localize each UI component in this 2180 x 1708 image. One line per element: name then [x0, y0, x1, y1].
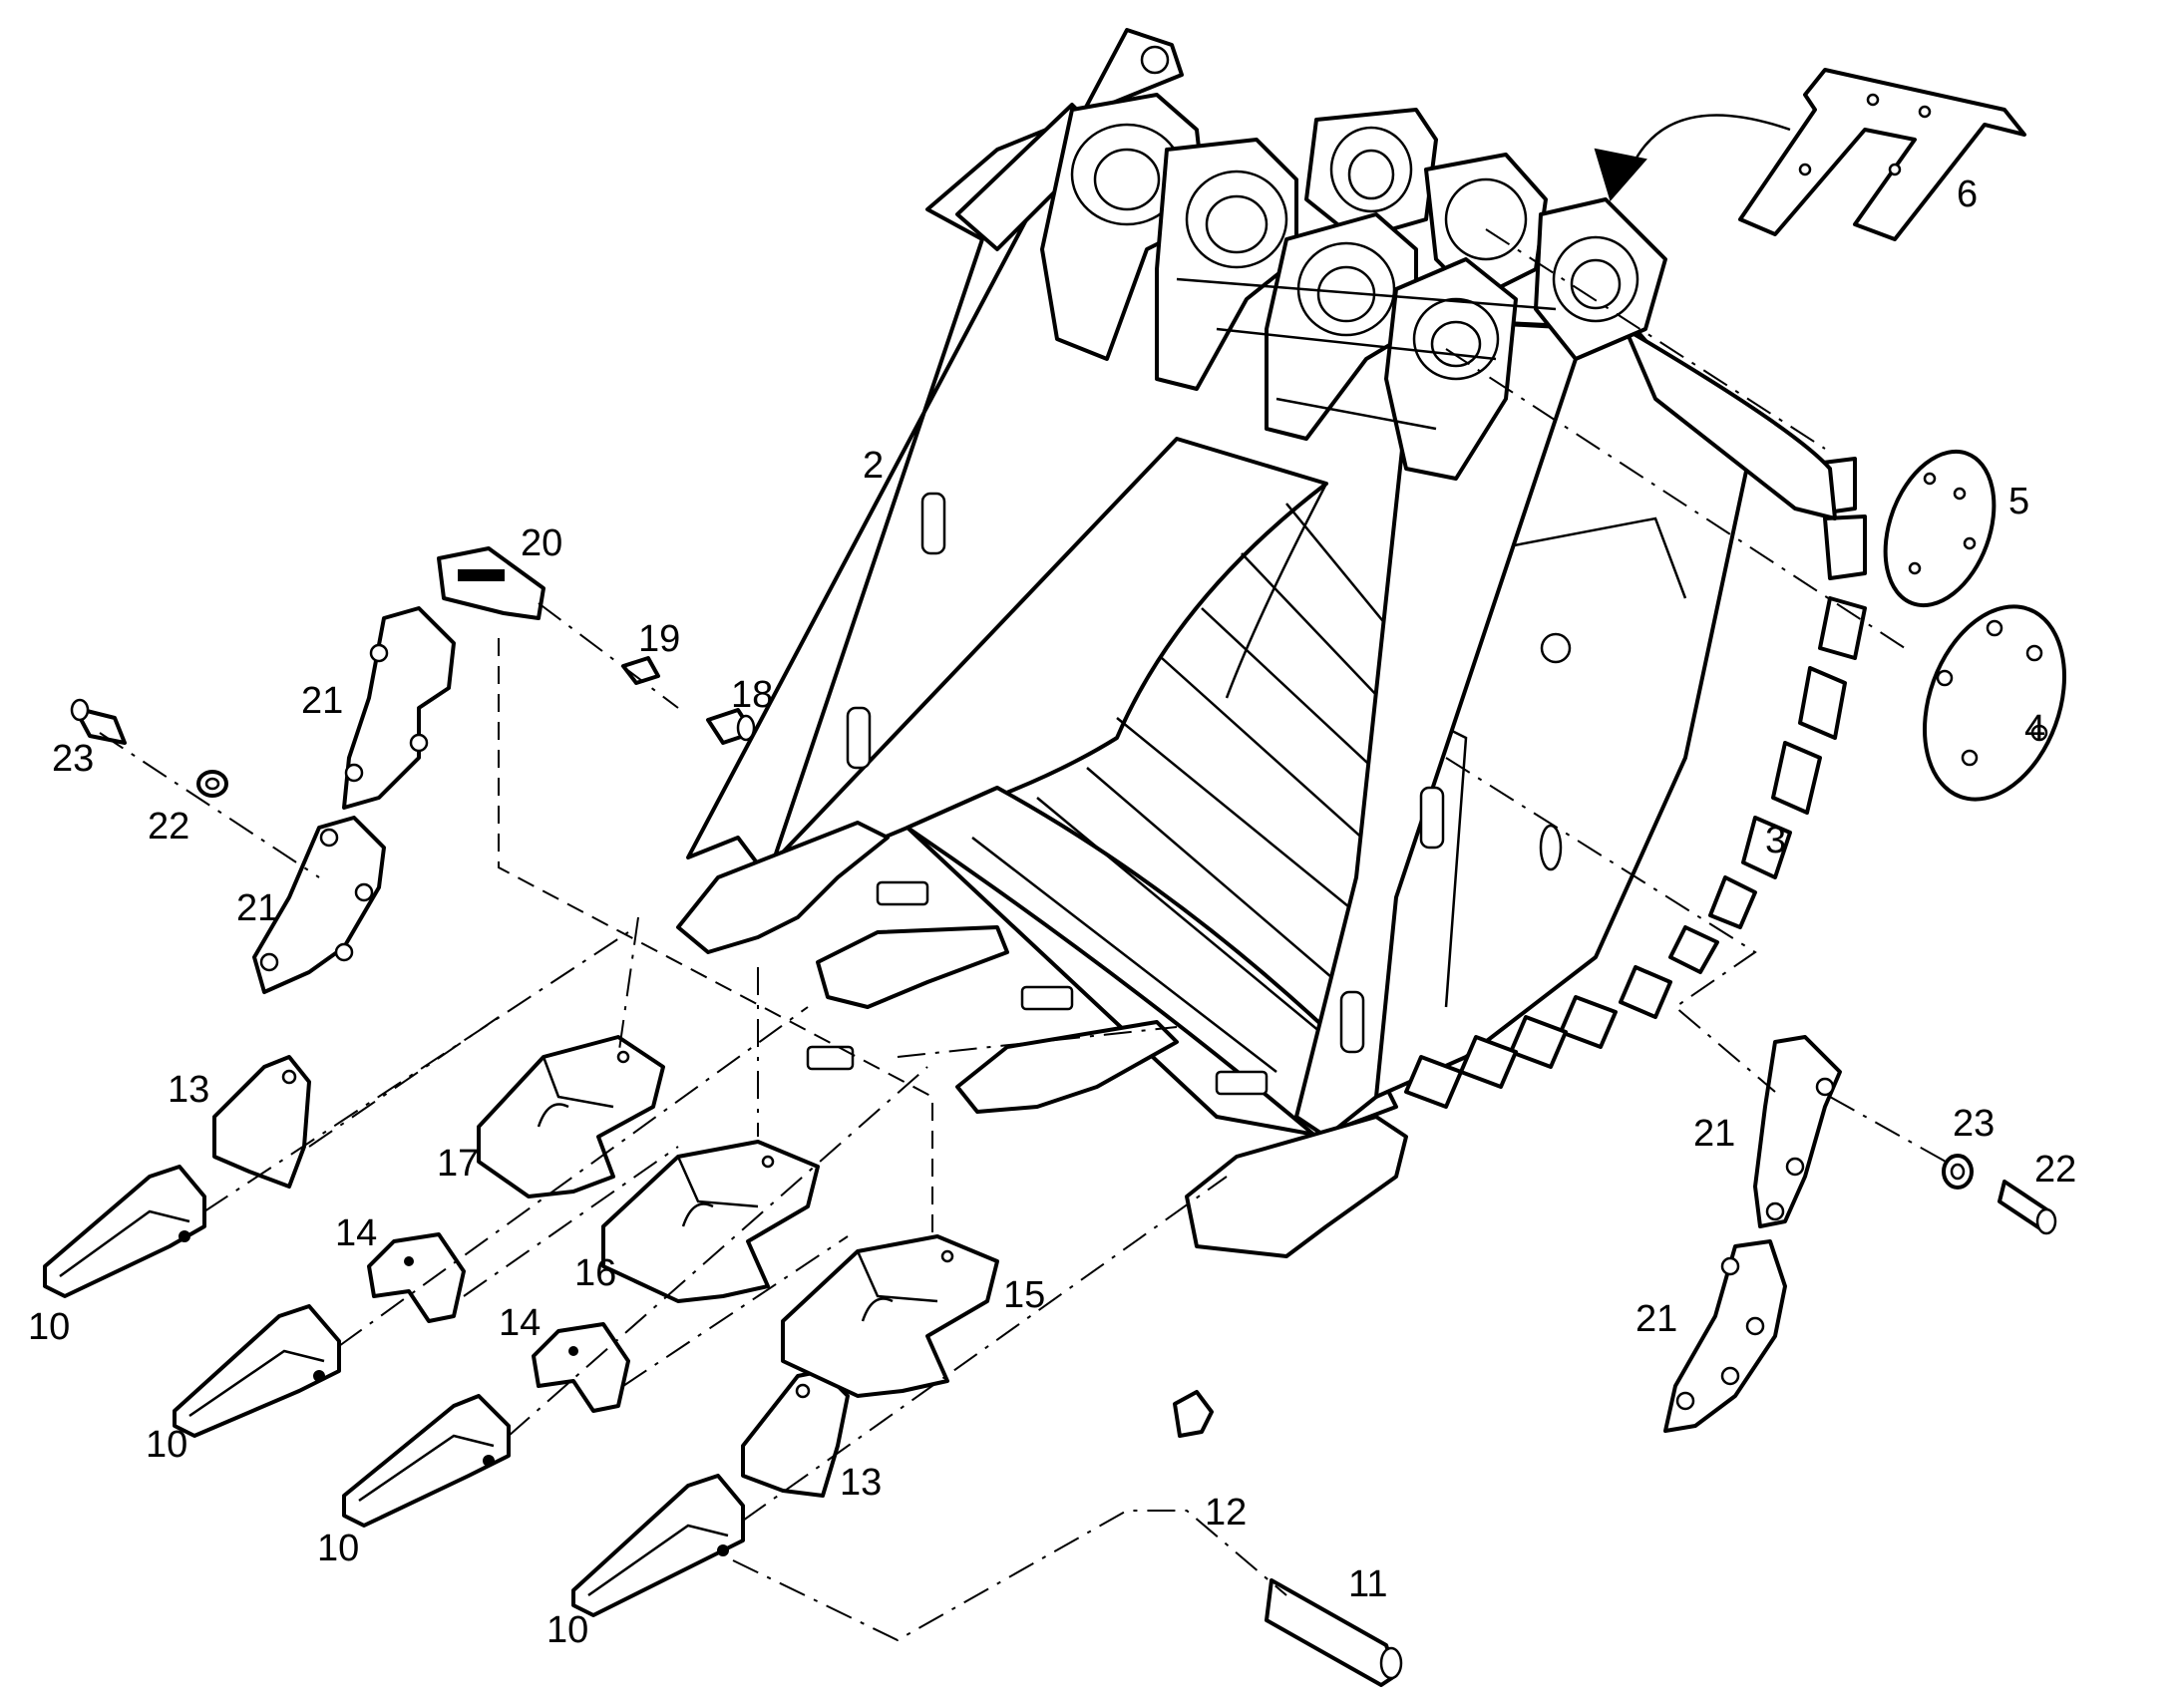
bolt-part-18: [706, 708, 756, 745]
callout-2: 2: [863, 445, 885, 487]
adapters: [676, 821, 1408, 1258]
shroud-part-16: [601, 1140, 820, 1303]
callout-22-left: 22: [148, 806, 190, 848]
callout-14-lower: 14: [499, 1302, 542, 1344]
callout-23-right: 23: [1953, 1103, 1996, 1145]
callout-3: 3: [1765, 820, 1787, 861]
side-cutter-part-21-lower-left: [252, 816, 386, 994]
wear-cap-part-14-b: [532, 1322, 630, 1413]
callout-13-right: 13: [840, 1462, 883, 1504]
shroud-part-15: [781, 1234, 999, 1398]
shroud-part-17: [477, 1035, 665, 1198]
callout-21-lower-right: 21: [1635, 1298, 1678, 1340]
pin-part-22-right: [1998, 1180, 2057, 1235]
callout-10-a: 10: [28, 1306, 71, 1348]
cover-disc-part-4: [1922, 604, 2067, 802]
callout-17: 17: [437, 1143, 480, 1185]
wear-cap-part-14-a: [367, 1232, 466, 1323]
washer-part-22-left: [196, 770, 228, 798]
tooth-part-10-b: [173, 1304, 341, 1438]
callout-19: 19: [638, 618, 681, 660]
callout-11: 11: [1348, 1563, 1388, 1605]
bucket-body: [676, 28, 1867, 1258]
side-cutter-part-21-lower-right: [1663, 1239, 1787, 1433]
side-cutter-part-21-upper-left: [342, 606, 456, 810]
callout-15: 15: [1003, 1274, 1046, 1316]
side-cutter-segments: [1404, 457, 1867, 1109]
pin-part-11: [1265, 1578, 1403, 1687]
cover-disc-part-5: [1883, 449, 1997, 608]
tooth-part-10-d: [571, 1474, 745, 1617]
washer-part-23-right: [1942, 1154, 1974, 1190]
clip-part-19: [621, 656, 660, 685]
callout-10-b: 10: [146, 1424, 188, 1466]
callout-10-c: 10: [317, 1528, 360, 1569]
callout-21-lower-left: 21: [236, 887, 279, 929]
callout-14-upper: 14: [335, 1212, 378, 1254]
hinge-bosses: [1040, 93, 1667, 481]
pin-part-23-left: [70, 698, 127, 745]
callout-16: 16: [574, 1252, 617, 1294]
callout-12: 12: [1205, 1492, 1248, 1534]
adapter-cover-part-13-b: [741, 1369, 850, 1498]
tooth-part-10-c: [342, 1394, 511, 1528]
callout-21-upper-left: 21: [301, 680, 344, 722]
callout-5: 5: [2008, 481, 2030, 522]
tooth-part-10-a: [43, 1165, 206, 1298]
callout-4: 4: [2024, 708, 2046, 750]
callout-18: 18: [731, 674, 774, 716]
callout-23-left: 23: [52, 738, 95, 780]
callout-21-upper-right: 21: [1693, 1113, 1736, 1155]
adapter-cover-part-13-a: [212, 1055, 311, 1189]
side-cutter-part-21-upper-right: [1753, 1035, 1842, 1228]
retainer-part-12: [1173, 1390, 1214, 1438]
callout-13-left: 13: [168, 1069, 210, 1111]
lock-block-part-20: [437, 546, 545, 620]
callout-22-right: 22: [2034, 1149, 2077, 1191]
leader-lines: [99, 228, 1956, 1642]
callout-20: 20: [521, 522, 563, 564]
callout-6: 6: [1957, 173, 1979, 215]
callout-10-d: 10: [546, 1609, 589, 1651]
bracket-part-6: [1594, 68, 2026, 241]
